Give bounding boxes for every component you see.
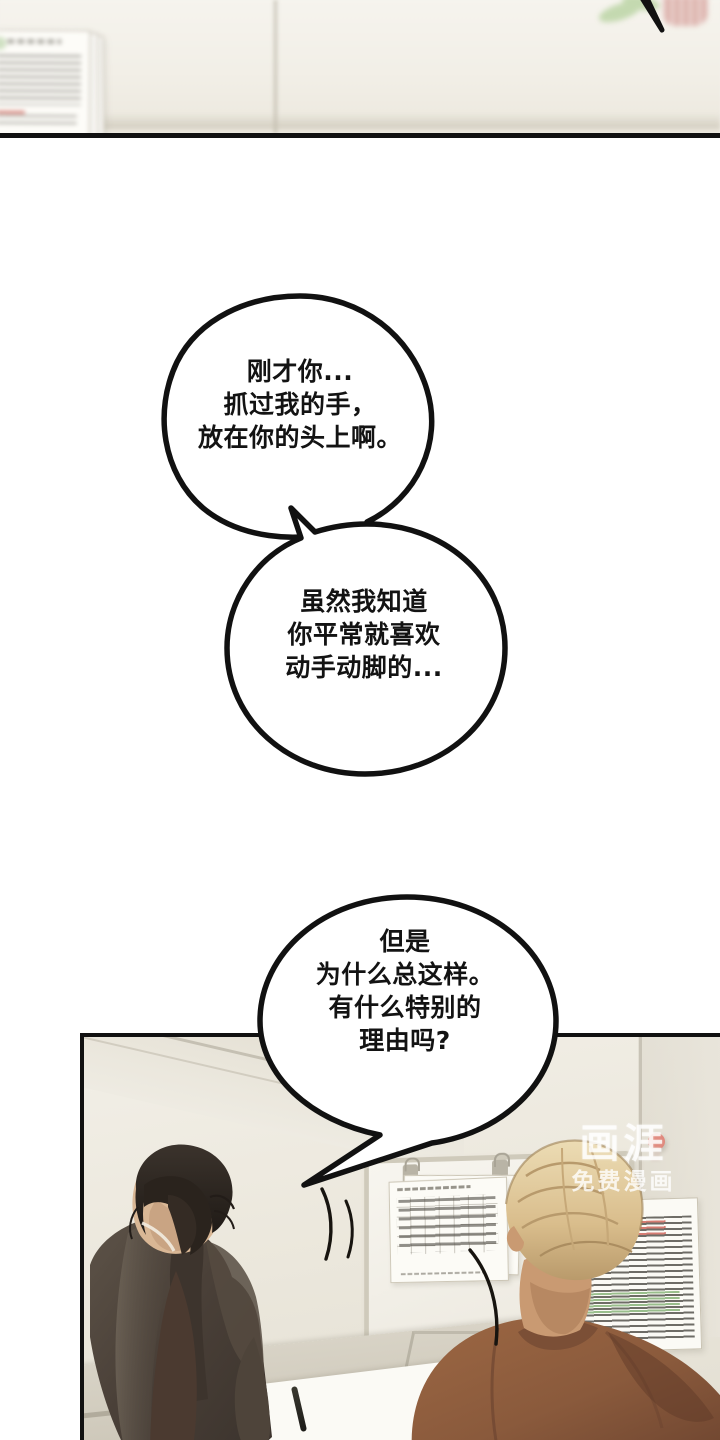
posted-paper-front xyxy=(0,29,91,133)
plant-pot xyxy=(662,0,708,26)
magnet-red xyxy=(648,1133,665,1150)
motion-lines xyxy=(320,1187,354,1261)
character-dark-hair xyxy=(90,1144,272,1440)
panel-top xyxy=(0,0,720,138)
speech-bubble-1-text: 刚才你... 抓过我的手， 放在你的头上啊。 xyxy=(197,357,402,452)
plant-pot-stripes xyxy=(662,0,708,26)
character-blond xyxy=(411,1139,720,1440)
speech-bubble-2-text: 虽然我知道 你平常就喜欢 动手动脚的... xyxy=(285,587,443,682)
classroom-wall-blurred xyxy=(0,0,720,133)
paper-heading-line xyxy=(7,38,62,45)
wall-ledge xyxy=(0,113,720,129)
paper-footer-lines xyxy=(0,114,77,130)
bubble-fragment-offscreen xyxy=(640,0,665,33)
paper-stamp-icon xyxy=(0,36,7,50)
wall-seam xyxy=(272,0,279,133)
paper-red-line xyxy=(0,110,25,114)
panel-bottom: 画涯 免费漫画 xyxy=(80,1033,720,1440)
speech-bubble-3-text: 但是 为什么总这样。 有什么特别的 理由吗? xyxy=(315,927,495,1055)
potted-plant-blurred xyxy=(594,0,714,40)
paper-body-lines xyxy=(0,54,82,106)
